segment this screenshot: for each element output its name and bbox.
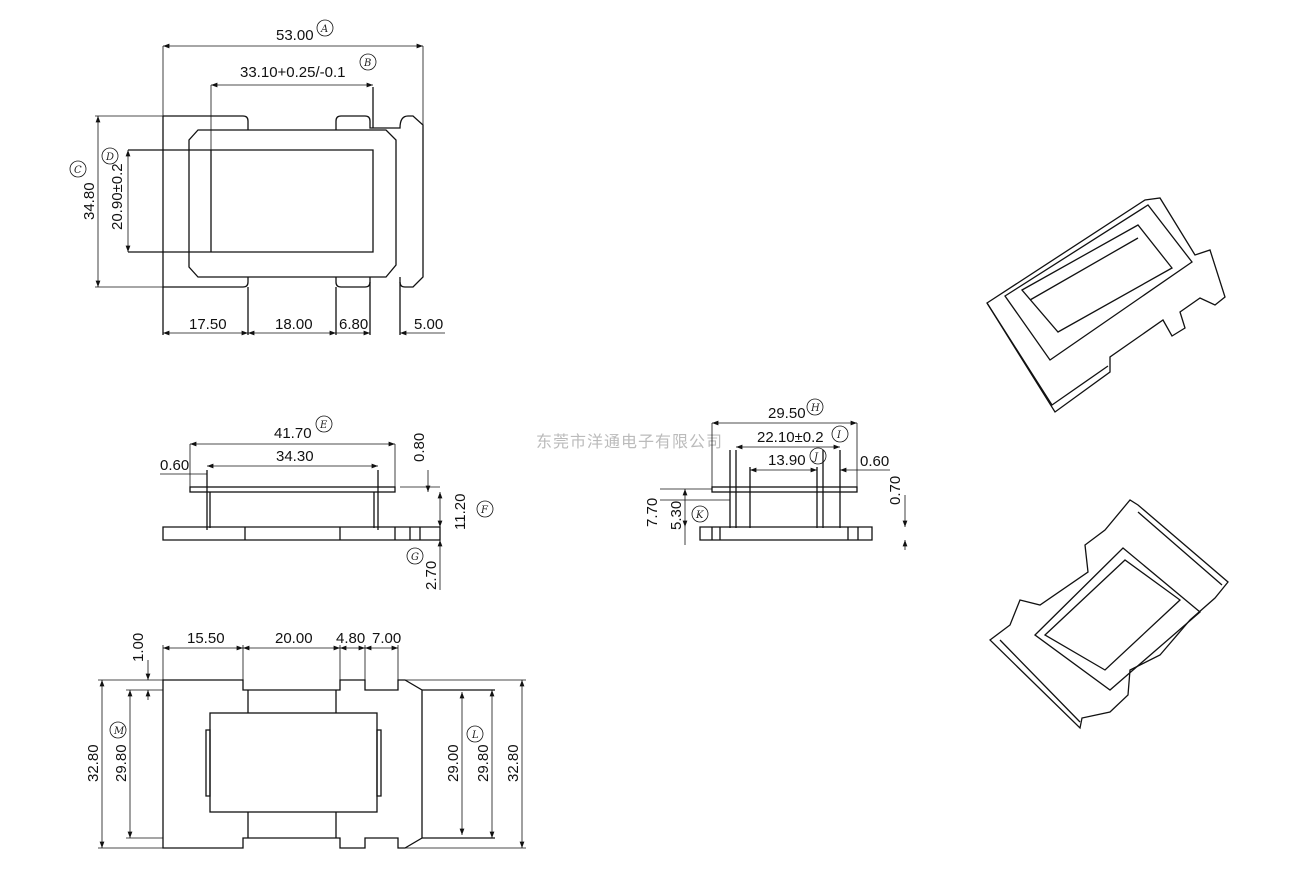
isometric-view-top (986, 197, 1226, 413)
dim-e: 41.70 (274, 425, 312, 442)
label-i: I (836, 430, 842, 441)
label-e: E (319, 420, 328, 431)
dim-t: 0.60 (160, 457, 189, 474)
label-k: K (695, 510, 704, 521)
dim-a: 53.00 (276, 27, 314, 44)
label-j: J (812, 452, 819, 463)
dim-k2: 5.30 (668, 501, 685, 530)
dim-c: 34.80 (81, 182, 98, 220)
watermark: 东莞市洋通电子有限公司 (536, 432, 723, 451)
label-f: F (480, 505, 489, 516)
dim-h: 29.50 (768, 405, 806, 422)
label-g: G (411, 552, 419, 563)
dim-w2: 18.00 (275, 316, 313, 333)
isometric-view-bottom (989, 499, 1229, 730)
dim-j: 13.90 (768, 452, 806, 469)
dim-bw2: 20.00 (275, 630, 313, 647)
label-m: M (113, 726, 125, 737)
dim-inner: 34.30 (276, 448, 314, 465)
label-b: B (363, 58, 371, 69)
label-h: H (810, 403, 820, 414)
dim-bw4: 7.00 (372, 630, 401, 647)
dim-d: 20.90±0.2 (109, 163, 126, 230)
dim-w3: 6.80 (339, 316, 368, 333)
label-l: L (471, 730, 479, 741)
dim-bottom-top: 1.00 (130, 633, 147, 662)
dim-w1: 17.50 (189, 316, 227, 333)
end-view: 29.50 H 22.10±0.2 I 13.90 J 0.60 0.70 7.… (644, 398, 908, 550)
dim-r3: 32.80 (505, 744, 522, 782)
dim-end-h1: 0.70 (887, 476, 904, 505)
side-view: 41.70 E 34.30 0.60 0.80 11.20 F G 2.70 (160, 415, 494, 590)
dim-r1: 29.00 (445, 744, 462, 782)
top-view: 53.00 A 33.10+0.25/-0.1 B C D 34.80 20.9… (69, 19, 445, 336)
dim-i: 22.10±0.2 (757, 429, 824, 446)
label-a: A (320, 24, 328, 35)
dim-b: 33.10+0.25/-0.1 (240, 64, 346, 81)
dim-h1: 0.80 (411, 433, 428, 462)
dim-f: 11.20 (452, 494, 469, 530)
label-c: C (74, 165, 82, 176)
dim-end-t: 0.60 (860, 453, 889, 470)
dim-bw1: 15.50 (187, 630, 225, 647)
bottom-view: 1.00 15.50 20.00 4.80 7.00 32.80 29.80 M… (85, 630, 526, 849)
dim-r2: 29.80 (475, 744, 492, 782)
dim-bw3: 4.80 (336, 630, 365, 647)
dim-k1: 7.70 (644, 498, 661, 527)
label-d: D (105, 152, 114, 163)
dim-g: 2.70 (423, 561, 440, 590)
dim-m: 29.80 (113, 744, 130, 782)
dim-l1: 32.80 (85, 744, 102, 782)
dim-w4: 5.00 (414, 316, 443, 333)
